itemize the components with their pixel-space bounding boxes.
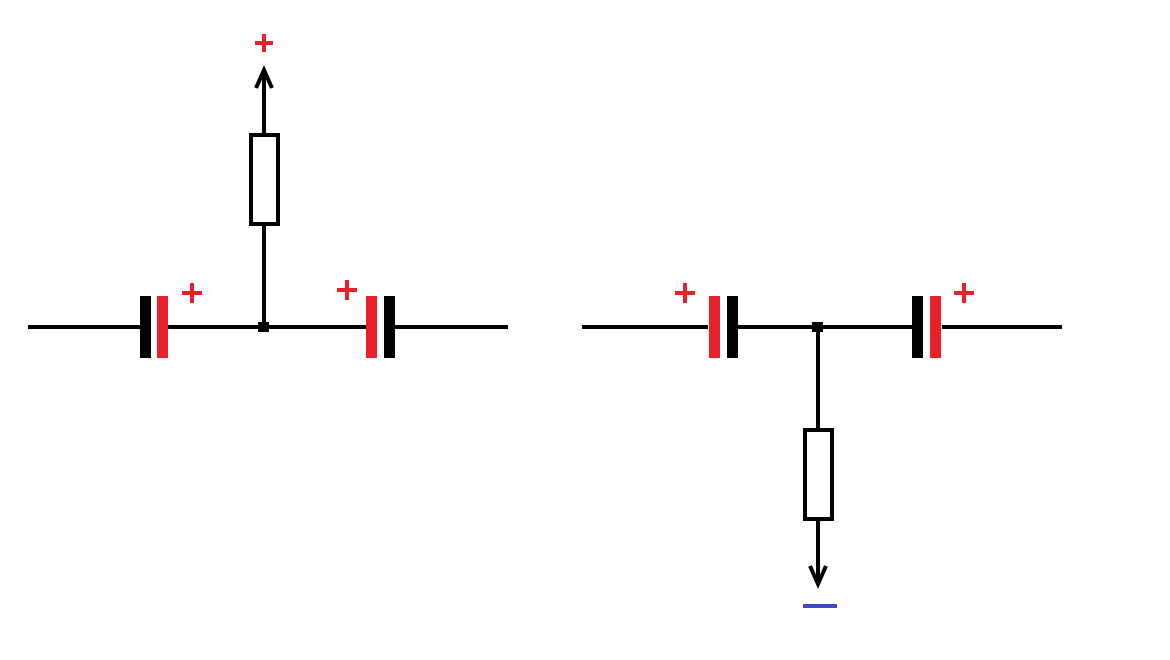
capacitor-negative-plate — [912, 296, 923, 358]
capacitor-negative-plate — [384, 296, 395, 358]
left-capacitor-2 — [366, 296, 395, 358]
plus-icon — [255, 34, 273, 52]
plus-icon — [675, 283, 695, 303]
plus-icon — [337, 280, 357, 300]
plus-icon — [182, 283, 202, 303]
left-circuit — [28, 34, 508, 358]
arrow-down-icon — [808, 565, 828, 589]
arrow-up-icon — [254, 65, 274, 89]
left-resistor — [249, 133, 280, 226]
left-capacitor-1 — [140, 296, 168, 358]
plus-icon — [954, 283, 974, 303]
capacitor-negative-plate — [140, 296, 151, 358]
right-circuit — [582, 283, 1062, 608]
capacitor-negative-plate — [727, 296, 738, 358]
capacitor-positive-plate — [157, 296, 168, 358]
capacitor-positive-plate — [709, 296, 720, 358]
right-capacitor-1 — [709, 296, 738, 358]
capacitor-positive-plate — [366, 296, 377, 358]
capacitor-positive-plate — [930, 296, 941, 358]
right-resistor — [803, 428, 834, 521]
right-capacitor-2 — [912, 296, 941, 358]
